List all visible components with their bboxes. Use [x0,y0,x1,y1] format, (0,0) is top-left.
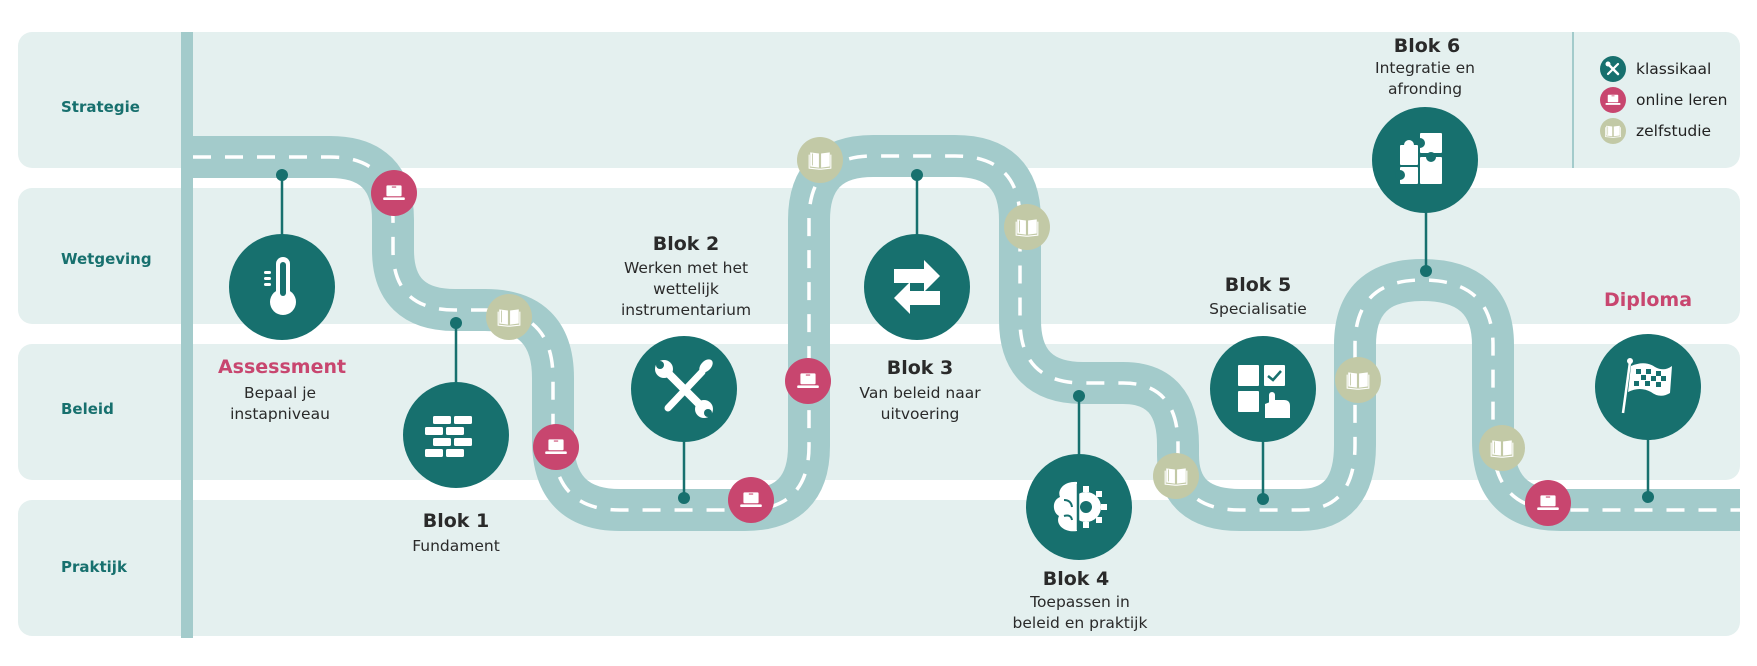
subtitle-line: Integratie en [1375,59,1475,77]
milestone-subtitle-blok1: Fundament [412,536,500,557]
lane-label-wetgeving: Wetgeving [61,250,152,268]
lane-beleid [18,344,1740,480]
milestone-title-blok4: Blok 4 [1042,568,1110,590]
subtitle-line: Werken met het [623,259,749,277]
subtitle-line: Fundament [412,537,500,555]
selfstudy-marker[interactable] [1479,425,1525,471]
milestone-subtitle-blok3: Van beleid naar uitvoering [859,383,980,425]
online-marker[interactable] [1525,480,1571,526]
subtitle-line: afronding [1387,80,1463,98]
milestone-title-blok2: Blok 2 [652,233,720,255]
subtitle-line: instapniveau [230,405,330,423]
brain-gear-icon [1053,481,1107,532]
exchange-arrows-icon [894,260,940,314]
connector-blok2 [678,440,690,504]
selfstudy-marker[interactable] [1004,204,1050,250]
lane-label-praktijk: Praktijk [61,558,127,576]
connector-blok3 [911,169,923,240]
milestone-title-diploma: Diploma [1603,289,1693,311]
subtitle-line: Toepassen in [1030,593,1130,611]
connector-blok6 [1420,205,1432,277]
milestone-assessment[interactable] [229,234,335,340]
legend-item-online: online leren [1600,87,1727,113]
tools-icon [655,359,713,418]
subtitle-line: wettelijk [653,280,719,298]
milestone-subtitle-assessment: Bepaal je instapniveau [230,383,330,425]
selfstudy-marker[interactable] [797,137,843,183]
milestone-title-assessment: Assessment [217,356,347,378]
legend-label: klassikaal [1636,60,1712,78]
legend-item-zelfstudie: zelfstudie [1600,118,1711,144]
milestone-title-blok6: Blok 6 [1393,35,1461,57]
book-icon [1600,118,1626,144]
milestone-title-blok1: Blok 1 [422,510,490,532]
laptop-icon [1600,87,1626,113]
milestone-title-blok3: Blok 3 [886,357,954,379]
milestone-subtitle-blok5: Specialisatie [1209,299,1307,320]
selfstudy-marker[interactable] [1335,357,1381,403]
connector-assessment [276,169,288,240]
online-marker[interactable] [728,477,774,523]
online-marker[interactable] [533,424,579,470]
connector-diploma [1642,430,1654,503]
milestone-blok5[interactable] [1210,336,1316,442]
subtitle-line: beleid en praktijk [1012,614,1148,632]
online-marker[interactable] [785,358,831,404]
selfstudy-marker[interactable] [486,294,532,340]
milestone-blok6[interactable] [1372,107,1478,213]
legend-label: zelfstudie [1636,122,1712,140]
milestone-blok1[interactable] [403,382,509,488]
legend-item-klassikaal: klassikaal [1600,56,1711,82]
selfstudy-marker[interactable] [1153,453,1199,499]
connector-blok1 [450,317,462,390]
milestone-blok2[interactable] [631,336,737,442]
checklist-touch-icon [1238,365,1290,418]
bricks-icon [425,416,472,457]
lane-praktijk [18,500,1740,636]
milestone-subtitle-blok2: Werken met het wettelijk instrumentarium [621,258,751,321]
milestone-title-blok5: Blok 5 [1224,274,1292,296]
checkered-flag-icon [1621,358,1672,414]
tools-icon [1600,56,1626,82]
online-marker[interactable] [371,170,417,216]
subtitle-line: Van beleid naar [859,384,981,402]
subtitle-line: Specialisatie [1209,300,1307,318]
legend-divider [1572,32,1574,168]
puzzle-icon [1395,133,1442,184]
connector-blok5 [1257,435,1269,505]
lane-label-beleid: Beleid [61,400,114,418]
lane-label-strategie: Strategie [61,98,140,116]
milestone-subtitle-blok6: Integratie en afronding [1375,58,1475,100]
subtitle-line: uitvoering [880,405,960,423]
subtitle-line: instrumentarium [620,301,752,319]
connector-blok4 [1073,390,1085,460]
laptop-icon [797,373,819,389]
laptop-icon [740,492,762,508]
milestone-diploma[interactable] [1595,334,1701,440]
legend-label: online leren [1636,91,1728,109]
subtitle-line: Bepaal je [243,384,317,402]
milestone-blok4[interactable] [1026,454,1132,560]
laptop-icon [545,439,567,455]
milestone-subtitle-blok4: Toepassen in beleid en praktijk [1013,592,1148,634]
lane-divider [181,32,193,638]
milestone-blok3[interactable] [864,234,970,340]
thermometer-icon [264,257,296,315]
